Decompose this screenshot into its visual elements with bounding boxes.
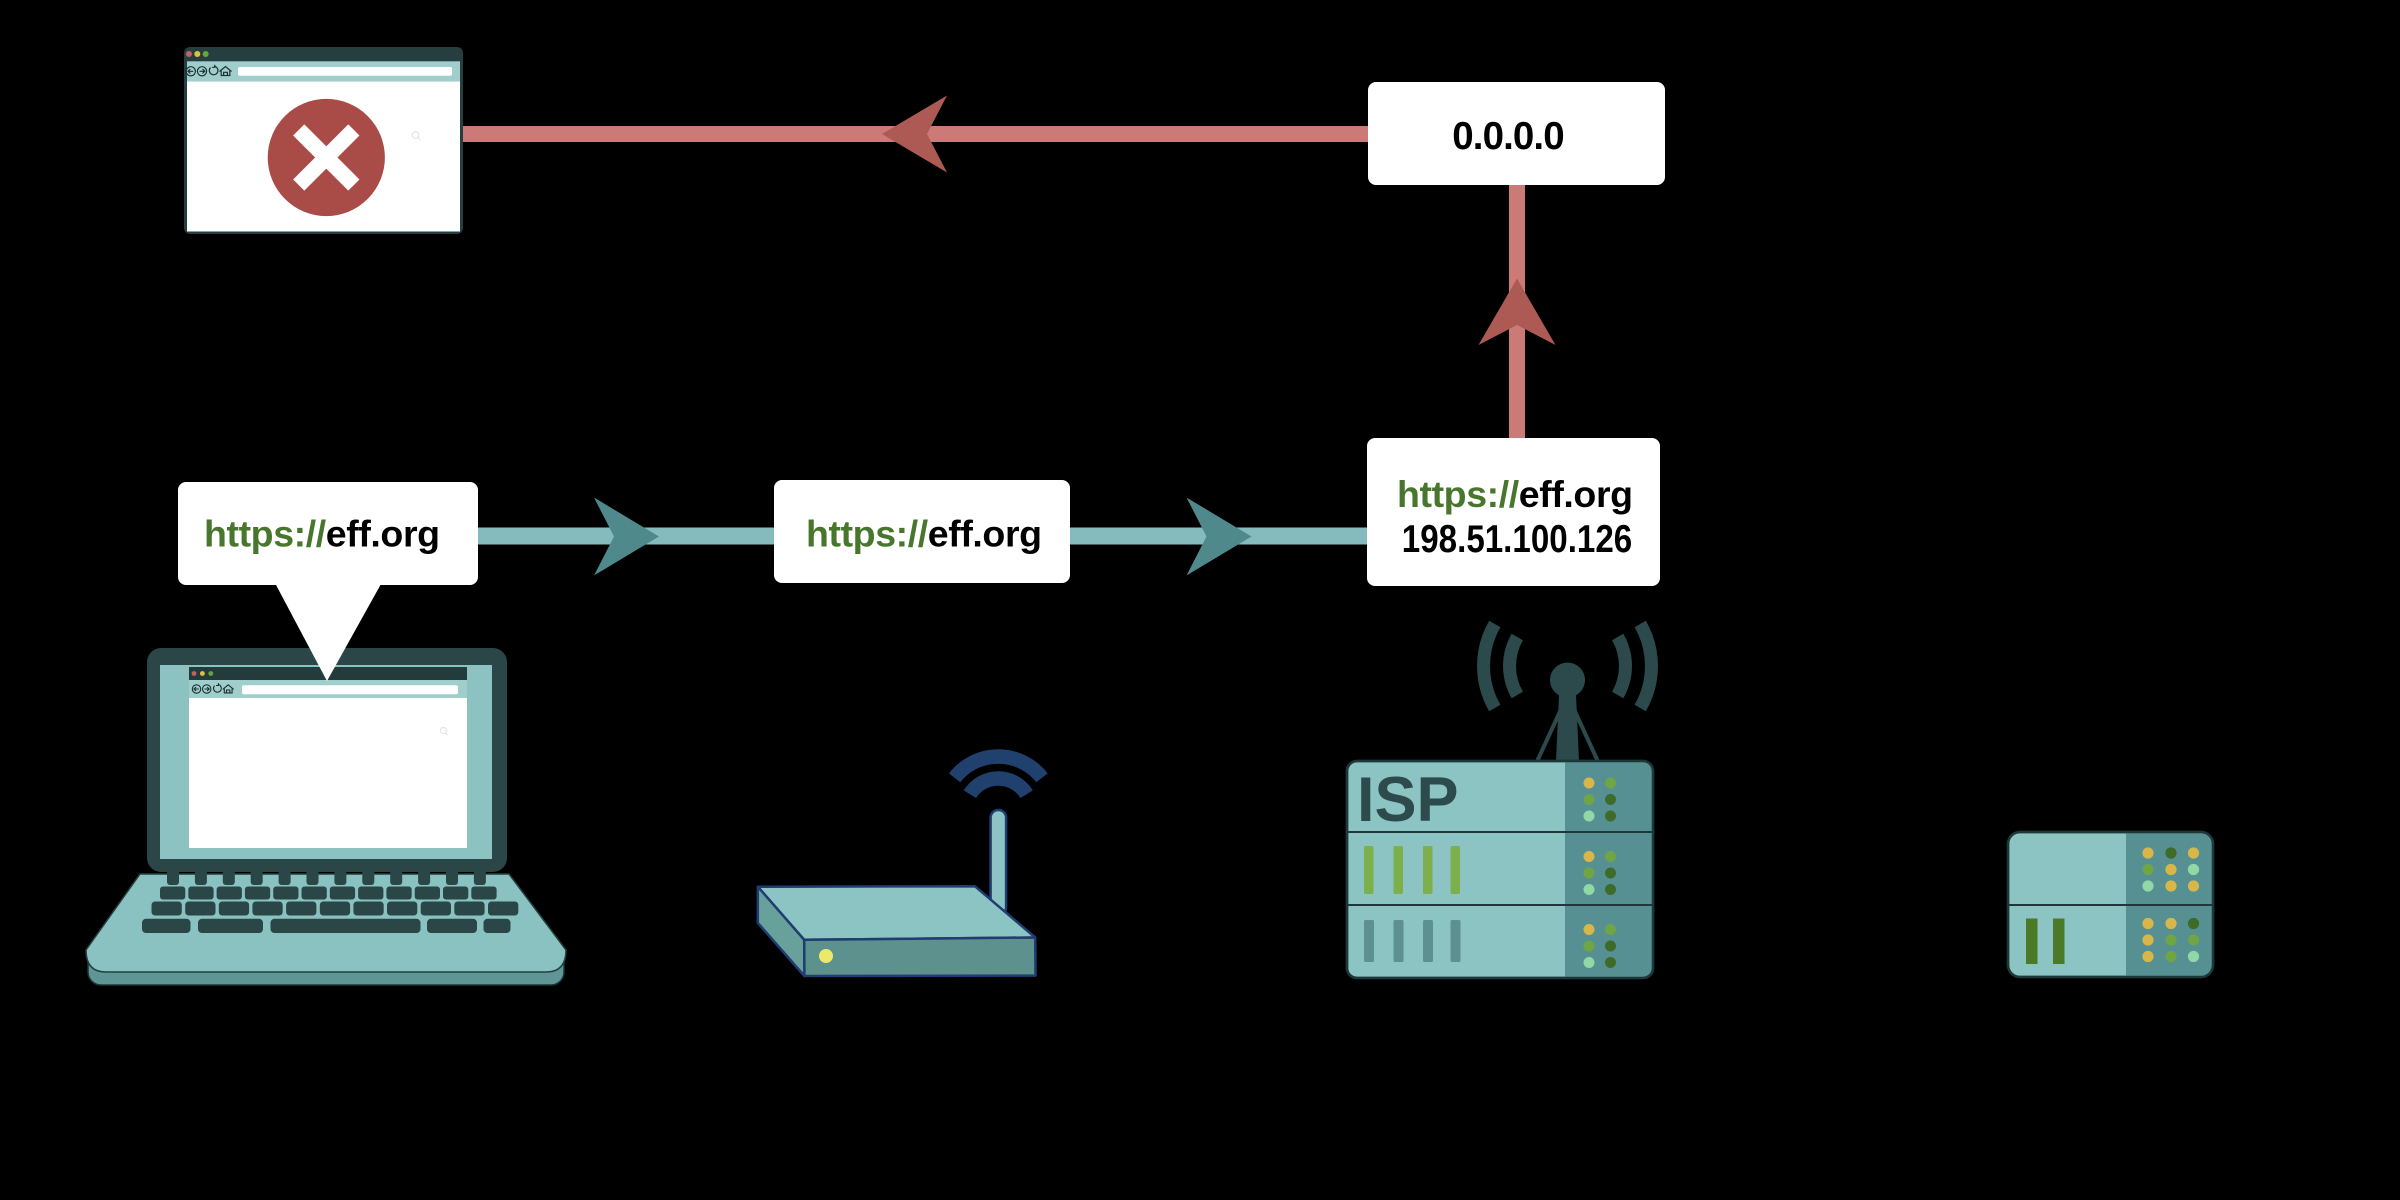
svg-text:ISP: ISP xyxy=(1357,765,1459,835)
svg-text:https://eff.org: https://eff.org xyxy=(1397,473,1633,515)
svg-text:https://eff.org: https://eff.org xyxy=(806,513,1042,555)
svg-text:198.51.100.126: 198.51.100.126 xyxy=(1402,516,1632,560)
svg-text:https://eff.org: https://eff.org xyxy=(204,513,440,555)
svg-text:0.0.0.0: 0.0.0.0 xyxy=(1452,115,1563,158)
